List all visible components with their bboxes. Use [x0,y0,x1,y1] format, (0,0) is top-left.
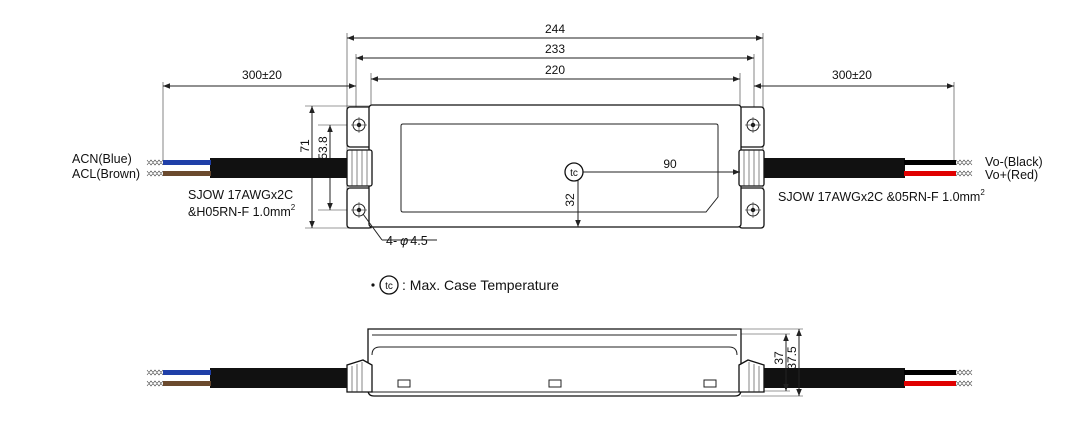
mount-hole [351,117,367,133]
top-view: 244 233 220 300±20 300±20 71 53.8 [72,22,1043,248]
input-cable-spec-line1: SJOW 17AWGx2C [188,188,293,202]
output-wire-negative-label: Vo-(Black) [985,155,1043,169]
hole-callout-leader [362,213,383,241]
side-slot [548,379,562,388]
side-output-cable [764,368,973,388]
output-cable-jacket [764,158,905,178]
dim-overall-width-text: 71 [298,139,312,153]
side-top-contour [371,346,738,356]
tc-icon [379,275,399,295]
tc-icon [564,162,584,182]
dim-body-length: 220 [371,63,740,82]
blue-wire [163,370,211,375]
mount-hole [745,202,761,218]
input-cable-spec-line2: &H05RN-F 1.0mm2 [188,203,296,219]
dim-left-cable-text: 300±20 [242,68,282,82]
dim-left-cable: 300±20 [163,68,356,89]
tc-measurement-point: tc 90 32 [563,157,740,227]
stripped-wire-ends [955,159,973,177]
input-cable-jacket [210,158,347,178]
output-cable [764,158,973,178]
tc-legend-text: : Max. Case Temperature [402,277,559,293]
brown-wire [163,171,211,176]
red-wire [904,171,956,176]
output-cable-spec: SJOW 17AWGx2C &05RN-F 1.0mm2 [778,188,985,204]
dim-tc-y-text: 32 [563,193,577,207]
dim-mount-hole-spacing-text: 53.8 [316,136,330,160]
label-recess [400,123,719,213]
red-wire [904,381,956,386]
side-slot [703,379,717,388]
dim-right-cable-text: 300±20 [832,68,872,82]
output-wire-positive-label: Vo+(Red) [985,168,1038,182]
side-view: 37 37.5 [146,328,973,397]
legend-bullet [371,283,375,287]
dim-overall-length: 244 [347,22,763,41]
black-wire [904,370,956,375]
legend-tc-symbol: tc [385,281,393,292]
dim-right-cable: 300±20 [754,68,954,89]
brown-wire [163,381,211,386]
housing-body [368,104,742,228]
dim-mount-hole-pitch-text: 233 [545,42,565,56]
dim-tc-x-text: 90 [663,157,677,171]
dim-height-text: 37 [772,351,786,365]
black-wire [904,160,956,165]
side-housing [367,328,742,397]
blue-wire [163,160,211,165]
side-slot [397,379,411,388]
mounting-holes [351,117,761,218]
dim-overall-length-text: 244 [545,22,565,36]
input-cable [146,158,347,178]
mount-hole [351,202,367,218]
dim-height-total-text: 37.5 [785,346,799,370]
output-cable-gland [738,149,765,187]
tc-legend: tc : Max. Case Temperature [371,275,559,295]
tc-symbol: tc [570,168,578,179]
side-output-gland [738,359,765,393]
side-input-gland [346,359,373,393]
stripped-wire-ends [146,159,164,177]
side-input-cable [146,368,347,388]
dim-height: 37 [772,334,789,391]
mount-hole [745,117,761,133]
input-cable-gland [346,149,373,187]
dim-mount-hole-pitch: 233 [356,42,754,61]
dim-height-total: 37.5 [785,329,802,396]
dim-body-length-text: 220 [545,63,565,77]
input-wire-line-label: ACL(Brown) [72,167,140,181]
input-wire-neutral-label: ACN(Blue) [72,152,132,166]
